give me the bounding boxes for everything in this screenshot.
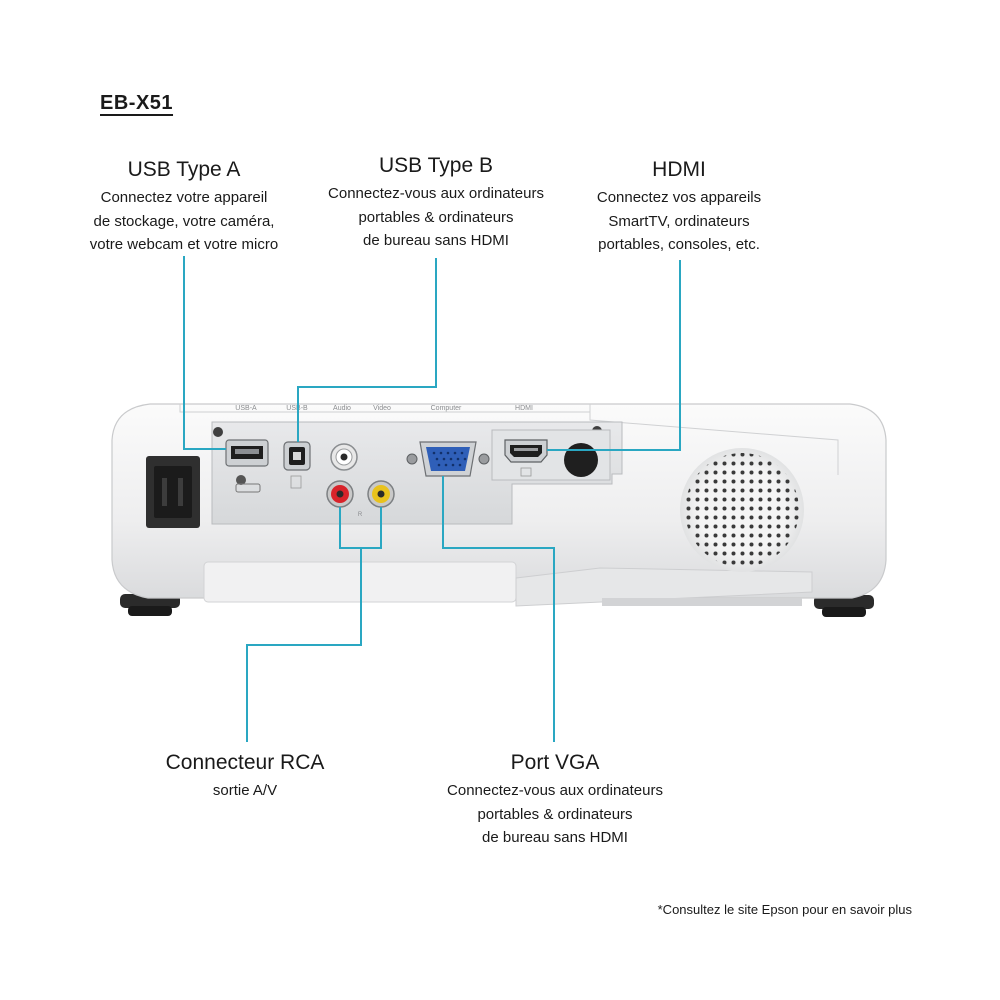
callout-vga-line: de bureau sans HDMI bbox=[482, 829, 628, 846]
callout-hdmi-line: portables, consoles, etc. bbox=[598, 236, 760, 253]
callout-usb-a-line: votre webcam et votre micro bbox=[89, 236, 279, 253]
svg-text:R: R bbox=[358, 512, 363, 518]
callout-vga-title: Port VGA bbox=[510, 751, 600, 774]
callout-rca-line: sortie A/V bbox=[212, 782, 278, 799]
callout-usb-b-line: portables & ordinateurs bbox=[358, 208, 514, 226]
leader-usb-a bbox=[183, 256, 226, 450]
hdmi-port bbox=[504, 439, 548, 463]
port-label-audio: Audio bbox=[333, 405, 351, 412]
callout-vga-line: portables & ordinateurs bbox=[477, 805, 633, 823]
callout-rca-title: Connecteur RCA bbox=[165, 751, 325, 774]
callout-hdmi: HDMI Connectez vos appareils SmartTV, or… bbox=[566, 156, 792, 257]
callout-usb-a: USB Type A Connectez votre appareil de s… bbox=[64, 156, 304, 257]
model-name: EB-X51 bbox=[100, 92, 174, 114]
usb-b-port bbox=[283, 441, 311, 471]
port-label-computer: Computer bbox=[431, 405, 462, 412]
callout-vga-line: Connectez-vous aux ordinateurs bbox=[447, 782, 663, 799]
callout-rca: Connecteur RCA sortie A/V bbox=[140, 749, 350, 803]
vga-port bbox=[406, 441, 490, 477]
callout-usb-b-line: Connectez-vous aux ordinateurs bbox=[328, 185, 544, 202]
callout-usb-b: USB Type B Connectez-vous aux ordinateur… bbox=[306, 152, 566, 253]
ir-receiver bbox=[564, 443, 598, 477]
leader-hdmi bbox=[547, 260, 681, 451]
leader-lines bbox=[183, 256, 681, 742]
leader-rca-drop bbox=[246, 548, 362, 742]
usb-a-port bbox=[225, 439, 269, 467]
callout-usb-a-line: de stockage, votre caméra, bbox=[93, 212, 275, 230]
callout-usb-b-title: USB Type B bbox=[378, 154, 493, 177]
port-label-hdmi: HDMI bbox=[515, 405, 533, 412]
callout-usb-b-line: de bureau sans HDMI bbox=[363, 232, 509, 249]
rca-video-jack bbox=[367, 480, 395, 508]
callout-usb-a-line: Connectez votre appareil bbox=[100, 189, 268, 206]
leader-usb-b bbox=[297, 258, 437, 442]
callout-hdmi-line: SmartTV, ordinateurs bbox=[608, 212, 750, 230]
port-label-video: Video bbox=[373, 405, 391, 412]
leader-vga bbox=[442, 476, 555, 742]
callout-hdmi-line: Connectez vos appareils bbox=[596, 189, 762, 206]
rca-audio-jack bbox=[326, 480, 354, 508]
callout-usb-a-title: USB Type A bbox=[127, 158, 241, 181]
audio-in-jack bbox=[330, 443, 358, 471]
power-socket bbox=[146, 456, 200, 528]
footnote: *Consultez le site Epson pour en savoir … bbox=[657, 902, 912, 917]
callout-vga: Port VGA Connectez-vous aux ordinateurs … bbox=[424, 749, 686, 850]
port-label-usb-a: USB-A bbox=[235, 405, 257, 412]
callout-hdmi-title: HDMI bbox=[652, 158, 706, 181]
speaker-grille bbox=[680, 448, 804, 572]
